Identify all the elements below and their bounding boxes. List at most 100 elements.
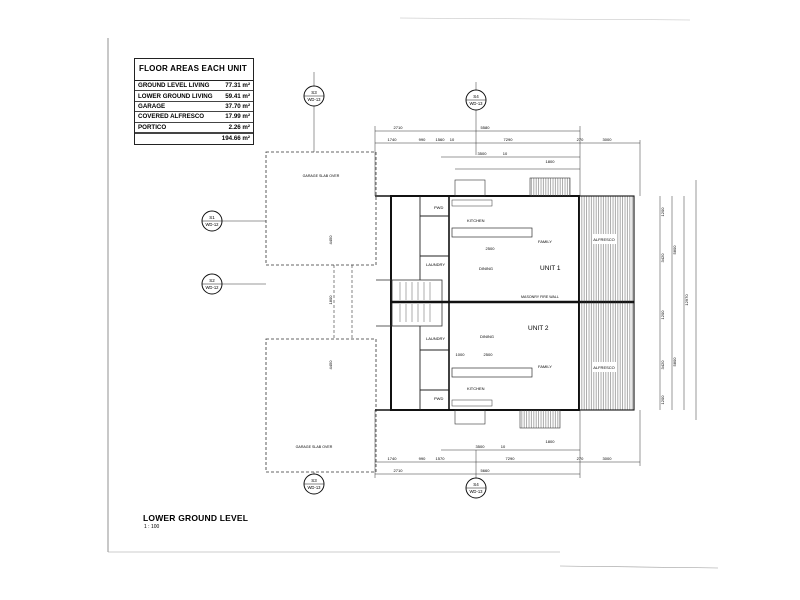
kitchen-label-1: KITCHEN bbox=[467, 218, 485, 223]
garage-bottom-outline bbox=[265, 338, 377, 473]
area-row-value: 2.26 m² bbox=[228, 123, 250, 131]
dim-bottom-8: 270 bbox=[577, 456, 584, 461]
dim-top-6: 10 bbox=[450, 137, 455, 142]
section-s4-top-sheet: WD-13 bbox=[469, 101, 483, 106]
section-s3-bottom-id: S3 bbox=[311, 478, 317, 483]
dim-top-11: 10 bbox=[503, 151, 508, 156]
dim-inner-4: 1000 bbox=[456, 352, 466, 357]
section-marker-s4-top[interactable]: S4 WD-13 bbox=[465, 82, 487, 155]
dim-bottom-5: 990 bbox=[419, 456, 426, 461]
bottom-dimension-lines bbox=[374, 410, 641, 478]
area-row: PORTICO 2.26 m² bbox=[135, 123, 253, 133]
dim-inner-3: 2500 bbox=[486, 246, 496, 251]
floor-areas-table: FLOOR AREAS EACH UNIT GROUND LEVEL LIVIN… bbox=[134, 58, 254, 145]
area-row: GROUND LEVEL LIVING 77.31 m² bbox=[135, 81, 253, 92]
garage-top-outline bbox=[265, 151, 377, 266]
alfresco-unit2 bbox=[578, 301, 635, 411]
top-dimension-lines bbox=[374, 126, 641, 196]
dim-right-1: 1200 bbox=[660, 207, 665, 217]
dim-bottom-6: 1570 bbox=[436, 456, 446, 461]
dim-top-3: 1740 bbox=[388, 137, 398, 142]
unit2-label: UNIT 2 bbox=[528, 325, 549, 332]
section-marker-s3-bottom[interactable]: S3 WD-13 bbox=[303, 472, 325, 495]
section-s2-id: S2 bbox=[209, 278, 215, 283]
dim-top-12: 1800 bbox=[546, 159, 556, 164]
family-label-2: FAMILY bbox=[538, 364, 552, 369]
section-s3-top-sheet: WD-13 bbox=[307, 97, 321, 102]
dim-top-4: 990 bbox=[419, 137, 426, 142]
dim-right-3: 5800 bbox=[672, 245, 677, 255]
dim-right-2: 3420 bbox=[660, 253, 665, 263]
laundry-label-2: LAUNDRY bbox=[426, 336, 445, 341]
section-s1-id: S1 bbox=[209, 215, 215, 220]
dim-bottom-1: 3500 bbox=[476, 444, 486, 449]
pwd-label-1: PWD bbox=[434, 205, 443, 210]
plan-title: LOWER GROUND LEVEL bbox=[143, 513, 249, 523]
dim-bottom-9: 3000 bbox=[603, 456, 613, 461]
dining-label-1: DINING bbox=[479, 266, 493, 271]
dim-right-6: 3420 bbox=[660, 360, 665, 370]
section-s3-top-id: S3 bbox=[311, 90, 317, 95]
area-row-value: 17.99 m² bbox=[225, 113, 250, 121]
dim-bottom-7: 7290 bbox=[506, 456, 516, 461]
area-row-value: 59.41 m² bbox=[225, 92, 250, 100]
section-s4-bottom-sheet: WD-13 bbox=[469, 489, 483, 494]
area-row: LOWER GROUND LIVING 59.41 m² bbox=[135, 91, 253, 102]
area-row: COVERED ALFRESCO 17.99 m² bbox=[135, 112, 253, 123]
dim-bottom-4: 1740 bbox=[388, 456, 398, 461]
area-row-label: GROUND LEVEL LIVING bbox=[138, 82, 210, 90]
section-s4-bottom-id: S4 bbox=[473, 482, 479, 487]
alfresco-label-1: ALFRESCO bbox=[593, 237, 615, 242]
area-row-label: GARAGE bbox=[138, 102, 166, 110]
dim-right-5: 1200 bbox=[660, 310, 665, 320]
fire-wall-label: MASONRY FIRE WALL bbox=[521, 295, 559, 299]
section-s2-sheet: WD-12 bbox=[205, 285, 219, 290]
floor-areas-title: FLOOR AREAS EACH UNIT bbox=[135, 59, 253, 81]
laundry-label-1: LAUNDRY bbox=[426, 262, 445, 267]
section-s1-sheet: WD-12 bbox=[205, 222, 219, 227]
dim-top-8: 270 bbox=[577, 137, 584, 142]
dim-top-2: 5580 bbox=[481, 125, 491, 130]
area-row-label: PORTICO bbox=[138, 123, 167, 131]
dim-inner-5: 2500 bbox=[484, 352, 494, 357]
unit1-label: UNIT 1 bbox=[540, 265, 561, 272]
dining-label-2: DINING bbox=[480, 334, 494, 339]
dim-right-4: 12970 bbox=[684, 294, 689, 306]
dim-bottom-2: 10 bbox=[501, 444, 506, 449]
area-row-value: 77.31 m² bbox=[225, 82, 250, 90]
garage-top-label: GARAGE SLAB OVER bbox=[303, 174, 340, 178]
dim-top-9: 3000 bbox=[603, 137, 613, 142]
dim-top-1: 2710 bbox=[394, 125, 404, 130]
section-marker-s3-top[interactable]: S3 WD-13 bbox=[303, 72, 325, 152]
section-s4-top-id: S4 bbox=[473, 94, 479, 99]
plan-scale: 1 : 100 bbox=[144, 524, 160, 530]
section-s3-bottom-sheet: WD-13 bbox=[307, 485, 321, 490]
dim-bottom-3: 1800 bbox=[546, 439, 556, 444]
section-marker-s4-bottom[interactable]: S4 WD-13 bbox=[465, 450, 487, 499]
section-marker-s1[interactable]: S1 WD-12 bbox=[201, 210, 266, 232]
right-dimension-lines bbox=[659, 180, 697, 420]
dim-inner-1: 4450 bbox=[328, 235, 333, 245]
dim-bottom-11: 5660 bbox=[481, 468, 491, 473]
kitchen-label-2: KITCHEN bbox=[467, 386, 485, 391]
section-marker-s2[interactable]: S2 WD-12 bbox=[201, 273, 266, 295]
area-total: 194.66 m² bbox=[135, 132, 253, 144]
dim-right-8: 1200 bbox=[660, 395, 665, 405]
dim-top-5: 1560 bbox=[436, 137, 446, 142]
dim-top-10: 3500 bbox=[478, 151, 488, 156]
area-row-label: COVERED ALFRESCO bbox=[138, 113, 205, 121]
dim-right-7: 5800 bbox=[672, 357, 677, 367]
dim-inner-2: 1800 bbox=[328, 295, 333, 305]
area-row-label: LOWER GROUND LIVING bbox=[138, 92, 213, 100]
area-row: GARAGE 37.70 m² bbox=[135, 102, 253, 113]
dim-top-7: 7290 bbox=[504, 137, 514, 142]
pwd-label-2: PWD bbox=[434, 396, 443, 401]
garage-bottom-label: GARAGE SLAB OVER bbox=[296, 445, 333, 449]
alfresco-label-2: ALFRESCO bbox=[593, 365, 615, 370]
dim-inner-6: 4450 bbox=[328, 360, 333, 370]
alfresco-unit1 bbox=[578, 195, 635, 303]
dim-bottom-10: 2710 bbox=[394, 468, 404, 473]
family-label-1: FAMILY bbox=[538, 239, 552, 244]
area-row-value: 37.70 m² bbox=[225, 102, 250, 110]
